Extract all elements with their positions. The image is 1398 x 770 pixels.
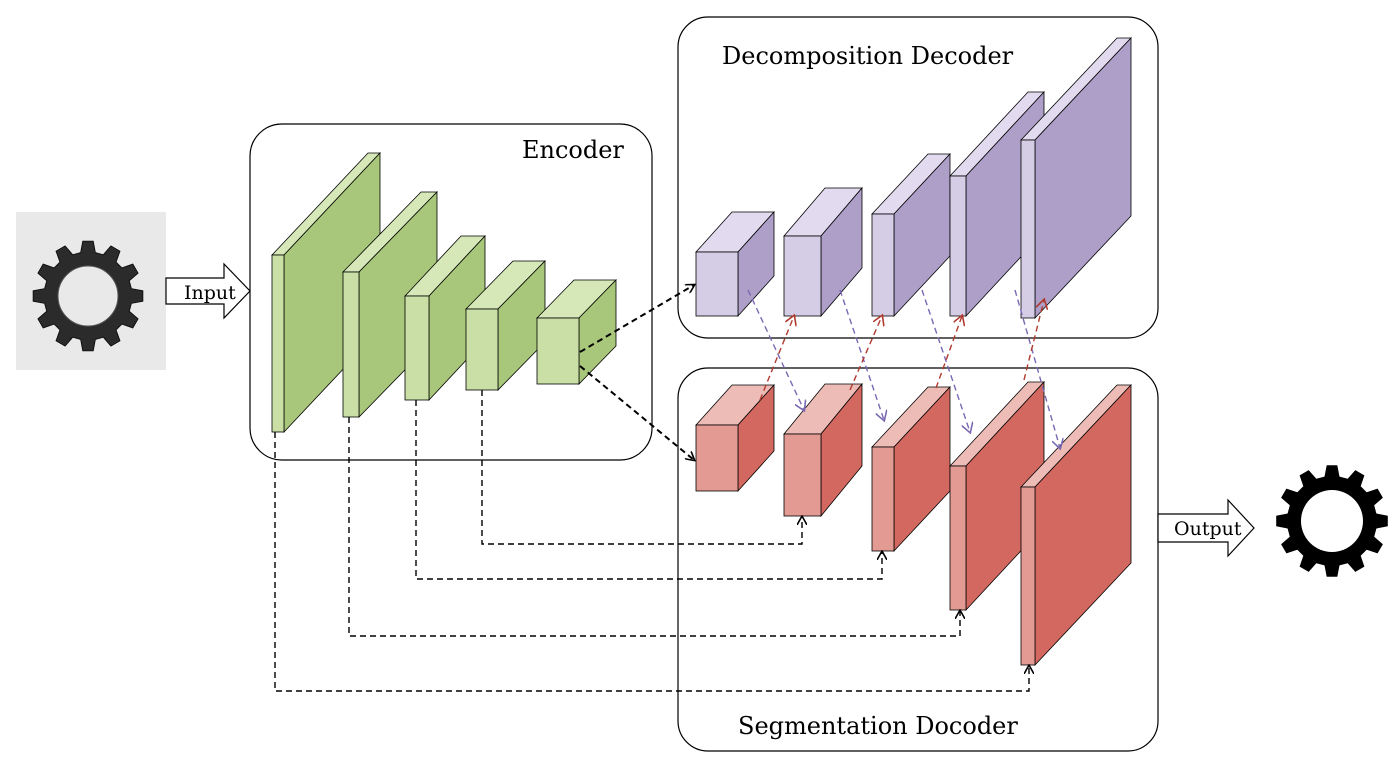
encoder-block-5 <box>536 279 617 385</box>
decomposition-block-3 <box>871 152 951 318</box>
output-mask-gear-icon <box>1276 465 1388 577</box>
encoder-block-1 <box>271 151 381 434</box>
decomposition-block-5 <box>1020 36 1132 320</box>
segmentation-decoder-panel <box>677 367 1159 752</box>
input-label: Input <box>184 282 236 304</box>
output-arrow: Output <box>1157 498 1255 558</box>
skip-connection-4 <box>481 390 802 545</box>
encoder-block-3 <box>404 234 486 402</box>
encoder-block-2 <box>342 191 438 418</box>
bottleneck-to-decomposition-arrow <box>579 285 694 353</box>
decomposition-decoder-title: Decomposition Decoder <box>722 42 1014 70</box>
skip-connection-2 <box>348 417 960 637</box>
segmentation-decoder-title: Segmentation Docoder <box>738 712 1018 740</box>
output-label: Output <box>1174 518 1242 540</box>
seg-to-decomp-arrow-2 <box>849 316 882 391</box>
connection-arrows <box>274 285 1060 692</box>
decomposition-decoder-panel <box>677 16 1159 339</box>
input-arrow: Input <box>165 262 251 320</box>
encoder-title: Encoder <box>522 136 624 164</box>
skip-connection-3 <box>415 400 882 580</box>
skip-connection-1 <box>274 432 1029 692</box>
gear-icon <box>32 240 144 352</box>
segmentation-block-3 <box>871 385 951 553</box>
decomp-to-seg-arrow-3 <box>921 289 970 432</box>
decomposition-block-2 <box>783 186 863 318</box>
seg-to-decomp-arrow-3 <box>935 316 962 389</box>
input-image <box>16 212 166 370</box>
encoder-block-4 <box>465 260 546 391</box>
segmentation-block-2 <box>783 382 863 518</box>
decomp-to-seg-arrow-1 <box>747 289 804 410</box>
decomposition-block-1 <box>695 210 775 318</box>
segmentation-block-1 <box>695 383 775 493</box>
encoder-panel <box>249 123 653 461</box>
decomp-to-seg-arrow-4 <box>1014 289 1060 448</box>
seg-to-decomp-arrow-1 <box>759 316 794 401</box>
feature-blocks <box>271 36 1132 667</box>
bottleneck-to-segmentation-arrow <box>579 365 694 460</box>
decomp-to-seg-arrow-2 <box>839 289 884 420</box>
seg-to-decomp-arrow-4 <box>1023 300 1044 381</box>
segmentation-block-5 <box>1020 383 1132 667</box>
segmentation-block-4 <box>949 380 1045 612</box>
